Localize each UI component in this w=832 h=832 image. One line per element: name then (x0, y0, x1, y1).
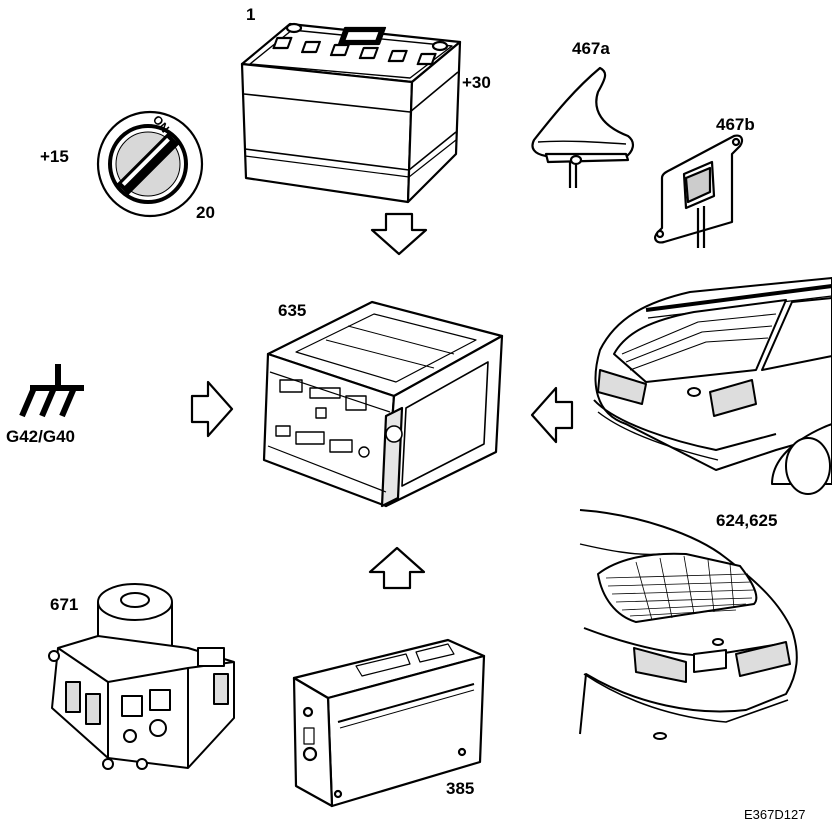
arrow-left-icon (530, 386, 574, 444)
battery-terminal-label: +30 (462, 73, 491, 92)
ground-symbol-icon (19, 364, 84, 418)
figure-code-label: E367D127 (744, 807, 806, 822)
arrow-down-icon (370, 212, 428, 256)
cd-changer-illustration (292, 638, 486, 808)
roof-antenna-illustration (531, 66, 634, 188)
antenna-window-label: 467b (716, 115, 755, 134)
head-unit-illustration (262, 300, 504, 508)
window-antenna-illustration (654, 134, 744, 248)
head-unit-label: 635 (278, 301, 307, 320)
arrow-right-icon (190, 380, 234, 438)
antenna-roof-label: 467a (572, 39, 610, 58)
arrow-up-icon (368, 546, 426, 590)
abs-unit-label: 671 (50, 595, 79, 614)
speakers-rear-label: 624,625 (716, 511, 778, 530)
cd-changer-label: 385 (446, 779, 475, 798)
ground-points-label: G42/G40 (6, 427, 75, 446)
abs-unit-illustration (48, 583, 235, 770)
ignition-terminal-label: +15 (40, 147, 69, 166)
ignition-switch-number-label: 20 (196, 203, 215, 222)
battery-number-label: 1 (246, 5, 256, 24)
rear-car-lower-illustration (579, 509, 798, 740)
ignition-switch-illustration (96, 110, 204, 218)
rear-car-upper-illustration (593, 277, 832, 495)
battery-illustration (240, 22, 462, 204)
